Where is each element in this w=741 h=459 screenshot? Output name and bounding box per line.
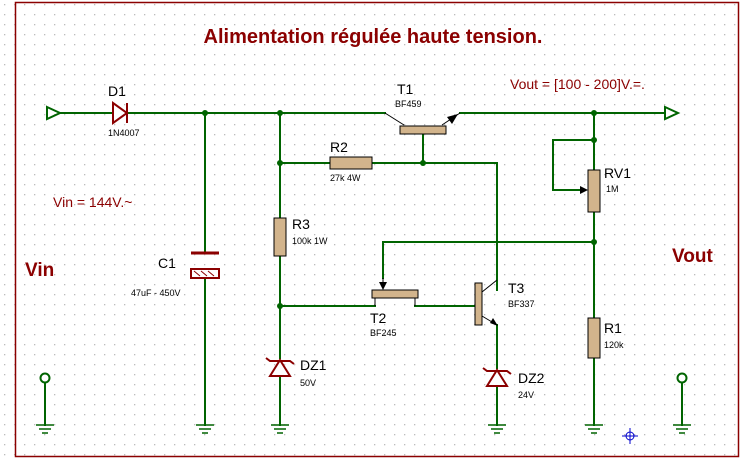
dz1-value: 50V bbox=[300, 378, 316, 388]
resistor-r3[interactable]: R3 100k 1W bbox=[273, 216, 328, 257]
rv1-ref: RV1 bbox=[604, 165, 631, 181]
diode-d1[interactable]: D1 1N4007 bbox=[104, 83, 140, 138]
t1-ref: T1 bbox=[397, 81, 414, 97]
r3-value: 100k 1W bbox=[292, 236, 328, 246]
t2-ref: T2 bbox=[370, 310, 387, 326]
junctions bbox=[202, 110, 597, 309]
capacitor-c1[interactable]: C1 47uF - 450V bbox=[131, 251, 220, 298]
vin-label: Vin bbox=[25, 260, 54, 281]
vout-spec-label: Vout = [100 - 200]V.=. bbox=[510, 76, 645, 92]
d1-ref: D1 bbox=[108, 83, 126, 99]
c1-ref: C1 bbox=[158, 255, 176, 271]
r1-value: 120k bbox=[604, 340, 624, 350]
rv1-value: 1M bbox=[606, 184, 619, 194]
d1-value: 1N4007 bbox=[108, 128, 140, 138]
t3-ref: T3 bbox=[508, 280, 525, 296]
potentiometer-rv1[interactable]: RV1 1M bbox=[580, 165, 631, 213]
resistor-r2[interactable]: R2 27k 4W bbox=[329, 139, 373, 183]
t2-value: BF245 bbox=[370, 328, 397, 338]
transistor-t1[interactable]: T1 BF459 bbox=[384, 81, 461, 135]
dz1-ref: DZ1 bbox=[300, 357, 327, 373]
origin-marker-icon bbox=[622, 428, 638, 444]
ground-icon bbox=[36, 424, 691, 434]
resistor-r1[interactable]: R1 120k bbox=[587, 317, 624, 359]
zener-dz1[interactable]: DZ1 50V bbox=[265, 357, 327, 388]
r2-ref: R2 bbox=[330, 139, 348, 155]
r2-value: 27k 4W bbox=[330, 173, 361, 183]
sheet-frame bbox=[14, 1, 740, 458]
jfet-t2[interactable]: T2 BF245 bbox=[370, 278, 419, 338]
vout-label: Vout bbox=[672, 246, 713, 267]
output-terminal[interactable] bbox=[676, 372, 688, 384]
t3-value: BF337 bbox=[508, 299, 535, 309]
r1-ref: R1 bbox=[604, 320, 622, 336]
r3-ref: R3 bbox=[292, 216, 310, 232]
c1-value: 47uF - 450V bbox=[131, 288, 181, 298]
input-terminal[interactable] bbox=[39, 372, 51, 384]
dz2-ref: DZ2 bbox=[518, 370, 545, 386]
wires bbox=[44, 112, 683, 426]
dz2-value: 24V bbox=[518, 390, 534, 400]
output-port-arrow[interactable] bbox=[664, 105, 681, 121]
input-port-arrow[interactable] bbox=[46, 105, 63, 121]
t1-value: BF459 bbox=[395, 99, 422, 109]
vin-spec-label: Vin = 144V.~ bbox=[53, 194, 132, 210]
transistor-t3[interactable]: T3 BF337 bbox=[474, 279, 535, 326]
schematic-title: Alimentation régulée haute tension. bbox=[204, 26, 543, 48]
zener-dz2[interactable]: DZ2 24V bbox=[482, 367, 545, 400]
